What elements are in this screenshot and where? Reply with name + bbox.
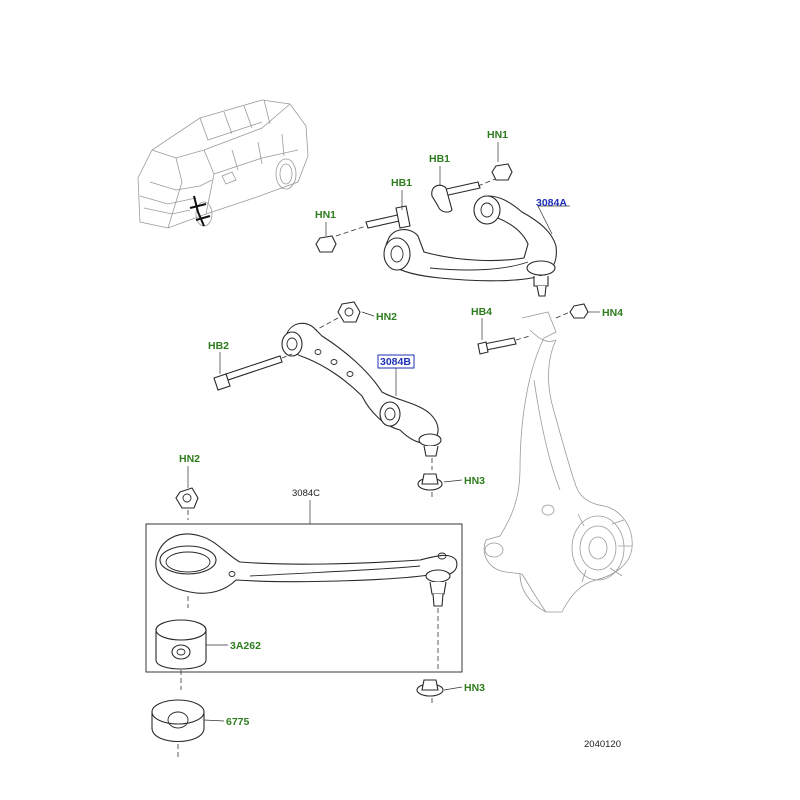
lower-rear-arm-bush xyxy=(155,619,207,690)
label-3084b: 3084B xyxy=(380,356,411,368)
label-hn3-mid: HN3 xyxy=(464,475,485,487)
lower-rear-arm-nut xyxy=(175,487,199,520)
diagram-reference-number: 2040120 xyxy=(584,739,621,750)
label-3084b-box xyxy=(377,354,415,369)
upper-arm-nuts xyxy=(315,163,513,253)
alternative-bush xyxy=(151,699,205,758)
ball-joint-nut-bottom xyxy=(416,679,444,706)
vehicle-locator-illustration xyxy=(137,99,309,229)
label-hn2-left: HN2 xyxy=(179,453,200,465)
ball-joint-nut-mid xyxy=(417,473,443,500)
callout-labels: HN1 HB1 HB1 HN1 3084A HB4 HN4 HN2 HB2 30… xyxy=(179,129,623,750)
label-hb1-right: HB1 xyxy=(429,153,450,165)
label-hb4: HB4 xyxy=(471,306,492,318)
lower-rear-control-arm xyxy=(155,533,458,672)
label-hn4: HN4 xyxy=(602,307,623,319)
label-hb1-left: HB1 xyxy=(391,177,412,189)
label-hn3-bottom: HN3 xyxy=(464,682,485,694)
steering-knuckle xyxy=(483,311,633,613)
label-3084a: 3084A xyxy=(536,197,567,209)
upper-control-arm xyxy=(383,195,557,297)
lower-front-arm-nut xyxy=(315,301,361,331)
label-3084c: 3084C xyxy=(292,488,320,499)
lower-front-arm-bolt xyxy=(213,353,293,391)
label-3a262: 3A262 xyxy=(230,640,261,652)
lower-front-control-arm xyxy=(281,322,442,470)
label-hn1-left: HN1 xyxy=(315,209,336,221)
upper-arm-bolts xyxy=(335,177,499,237)
leader-lines xyxy=(187,142,600,722)
lower-rear-arm-callout-box xyxy=(145,523,463,673)
knuckle-fasteners xyxy=(477,303,589,355)
label-hn1-right: HN1 xyxy=(487,129,508,141)
label-hb2: HB2 xyxy=(208,340,229,352)
label-hn2-top: HN2 xyxy=(376,311,397,323)
label-6775: 6775 xyxy=(226,716,250,728)
